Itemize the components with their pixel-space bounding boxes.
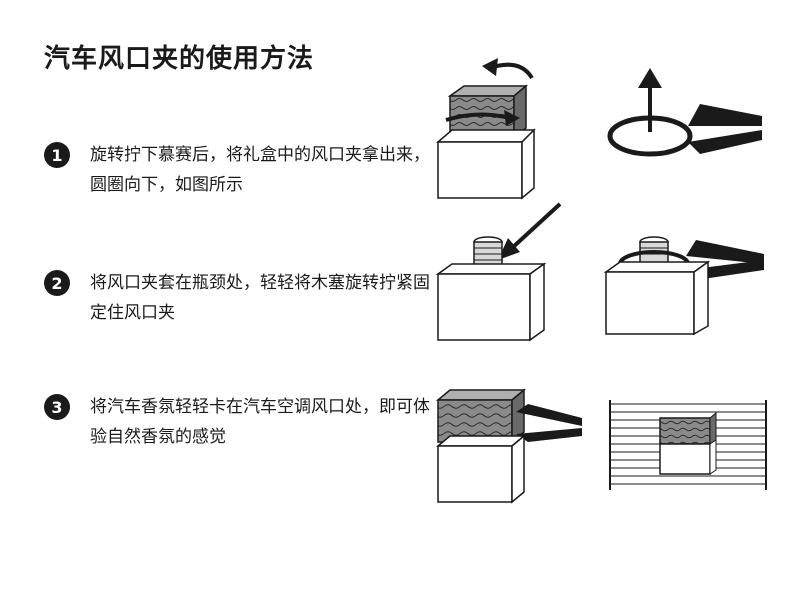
step-number-1: 1 xyxy=(44,142,70,168)
box-with-wooden-cap-rotate-arrow-icon xyxy=(435,58,536,200)
bottle-neck-with-arrow-icon xyxy=(435,202,562,342)
air-vent-with-diffuser-icon xyxy=(609,400,767,490)
vent-clip-ring-up-arrow-icon xyxy=(607,68,762,157)
step-text-2: 将风口夹套在瓶颈处，轻轻将木塞旋转拧紧固定住风口夹 xyxy=(90,273,430,323)
step-text-3: 将汽车香氛轻轻卡在汽车空调风口处，即可体验自然香氛的感觉 xyxy=(90,397,430,447)
box-with-cap-and-clip-icon xyxy=(435,388,582,504)
page-title: 汽车风口夹的使用方法 xyxy=(44,44,315,74)
step-number-2: 2 xyxy=(44,270,70,296)
step-number-3: 3 xyxy=(44,394,70,420)
step-text-1: 旋转拧下慕赛后，将礼盒中的风口夹拿出来，圆圈向下，如图所示 xyxy=(90,145,430,195)
clip-on-bottle-neck-icon xyxy=(603,236,764,336)
